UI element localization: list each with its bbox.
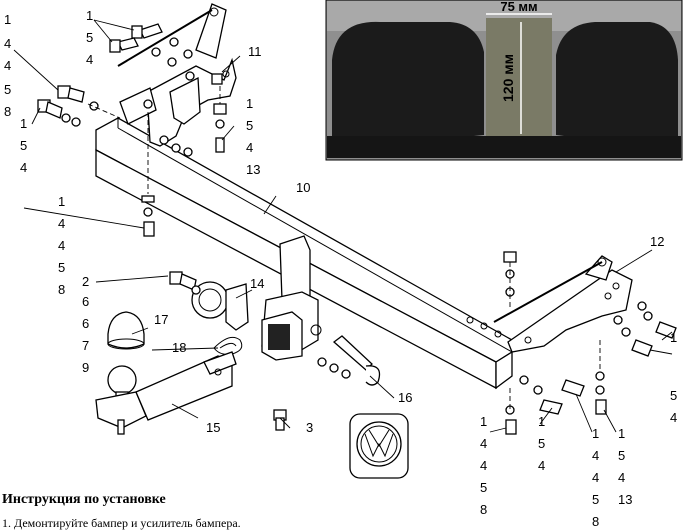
callout-ball-group: 2 6 6 7 9 [82, 274, 89, 375]
part-18: 18 [172, 340, 186, 355]
part-3: 3 [306, 420, 313, 435]
label: 4 [246, 140, 253, 155]
tow-ball-mount [95, 351, 237, 435]
callout-top-left-a: 1 5 4 [86, 8, 93, 67]
callout-right-b: 1 5 4 [670, 330, 677, 425]
label: 1 [618, 426, 625, 441]
label: 5 [20, 138, 27, 153]
lock-pin [332, 335, 381, 386]
label: 4 [480, 458, 487, 473]
label: 8 [58, 282, 65, 297]
callout-right-a: 1 5 4 13 [246, 96, 260, 177]
label: 5 [618, 448, 625, 463]
label: 5 [592, 492, 599, 507]
hitch-receiver [261, 235, 322, 361]
callout-left-lower: 1 4 4 5 8 [58, 194, 65, 297]
label: 2 [82, 274, 89, 289]
label: 1 [86, 8, 93, 23]
right-bracket [507, 255, 633, 353]
label-leaders [13, 19, 673, 433]
label: 4 [20, 160, 27, 175]
callout-bottom-c: 1 4 4 5 8 [592, 426, 599, 529]
label: 1 [538, 414, 545, 429]
label: 5 [246, 118, 253, 133]
wire-clip [213, 336, 243, 355]
part-12: 12 [650, 234, 664, 249]
label: 5 [4, 82, 11, 97]
left-bracket [119, 3, 237, 147]
label: 7 [82, 338, 89, 353]
label: 8 [4, 104, 11, 119]
label: 1 [592, 426, 599, 441]
label: 13 [618, 492, 632, 507]
part-14: 14 [250, 276, 264, 291]
label: 6 [82, 294, 89, 309]
photo-width-label: 75 мм [500, 0, 537, 14]
label: 4 [4, 36, 11, 51]
part-15: 15 [206, 420, 220, 435]
label: 6 [82, 316, 89, 331]
label: 1 [246, 96, 253, 111]
label: 4 [58, 238, 65, 253]
label: 5 [58, 260, 65, 275]
label: 8 [592, 514, 599, 529]
bumper-opening-photo: 75 мм 120 мм [325, 0, 683, 161]
dimension-box [486, 18, 552, 136]
part-numbers: 3 10 11 12 14 15 16 17 18 [154, 44, 664, 435]
callout-bottom-d: 1 5 4 13 [618, 426, 632, 507]
callout-bottom-a: 1 4 4 5 8 [480, 414, 487, 517]
fasteners [37, 23, 677, 435]
label: 1 [4, 12, 11, 27]
label: 5 [670, 388, 677, 403]
label: 4 [58, 216, 65, 231]
part-16: 16 [398, 390, 412, 405]
label: 4 [480, 436, 487, 451]
socket-bracket [191, 281, 249, 331]
label: 5 [538, 436, 545, 451]
label: 1 [20, 116, 27, 131]
part-10: 10 [296, 180, 310, 195]
label: 4 [592, 470, 599, 485]
photo-height-label: 120 мм [500, 54, 516, 102]
part-11: 11 [248, 44, 262, 59]
label: 4 [538, 458, 545, 473]
label: 1 [58, 194, 65, 209]
label: 1 [480, 414, 487, 429]
label: 8 [480, 502, 487, 517]
label: 4 [618, 470, 625, 485]
label: 4 [670, 410, 677, 425]
label: 9 [82, 360, 89, 375]
instructions-step-1: 1. Демонтируйте бампер и усилитель бампе… [2, 516, 241, 530]
part-17: 17 [154, 312, 168, 327]
vw-logo [349, 413, 409, 479]
label: 1 [670, 330, 677, 345]
ball-cap [107, 311, 145, 350]
instructions-title: Инструкция по установке [2, 492, 166, 507]
callout-top-left-b: 1 4 4 5 8 [4, 12, 11, 119]
label: 5 [86, 30, 93, 45]
label: 4 [592, 448, 599, 463]
label: 4 [4, 58, 11, 73]
label: 13 [246, 162, 260, 177]
callout-bottom-b: 1 5 4 [538, 414, 545, 473]
label: 4 [86, 52, 93, 67]
assembly-guide-lines [87, 9, 603, 410]
callout-left-mid: 1 5 4 [20, 116, 27, 175]
label: 5 [480, 480, 487, 495]
